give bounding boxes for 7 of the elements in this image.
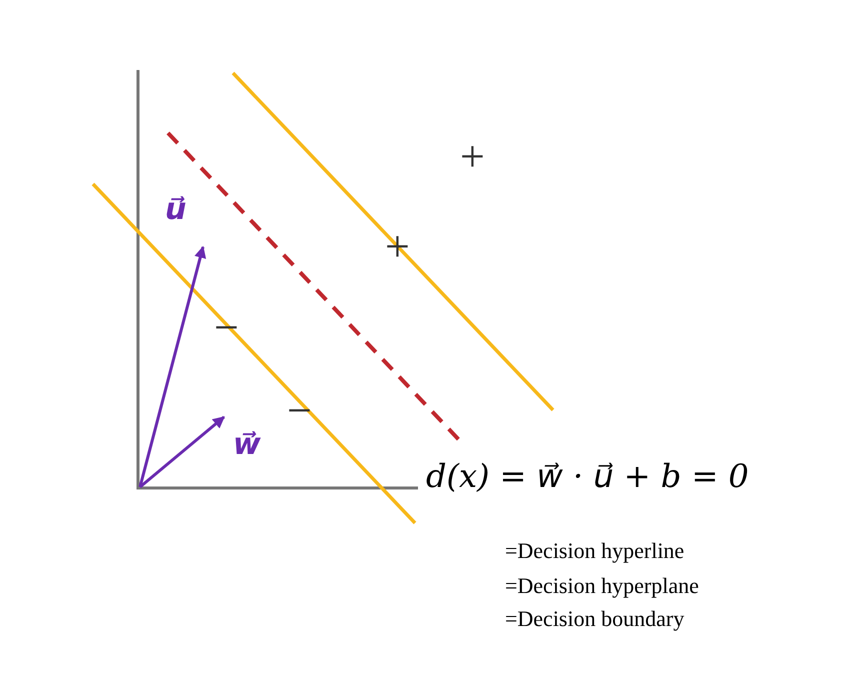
decision-equation: d(x) = w⃗ · u⃗ + b = 0 [426, 460, 749, 492]
note-text: =Decision boundary [505, 608, 684, 630]
plus-marker: + [460, 135, 485, 179]
vector-label: u⃗ [165, 195, 186, 225]
note-text: =Decision hyperline [505, 540, 684, 562]
vector-label: w⃗ [233, 430, 261, 460]
note-text: =Decision hyperplane [505, 575, 699, 597]
